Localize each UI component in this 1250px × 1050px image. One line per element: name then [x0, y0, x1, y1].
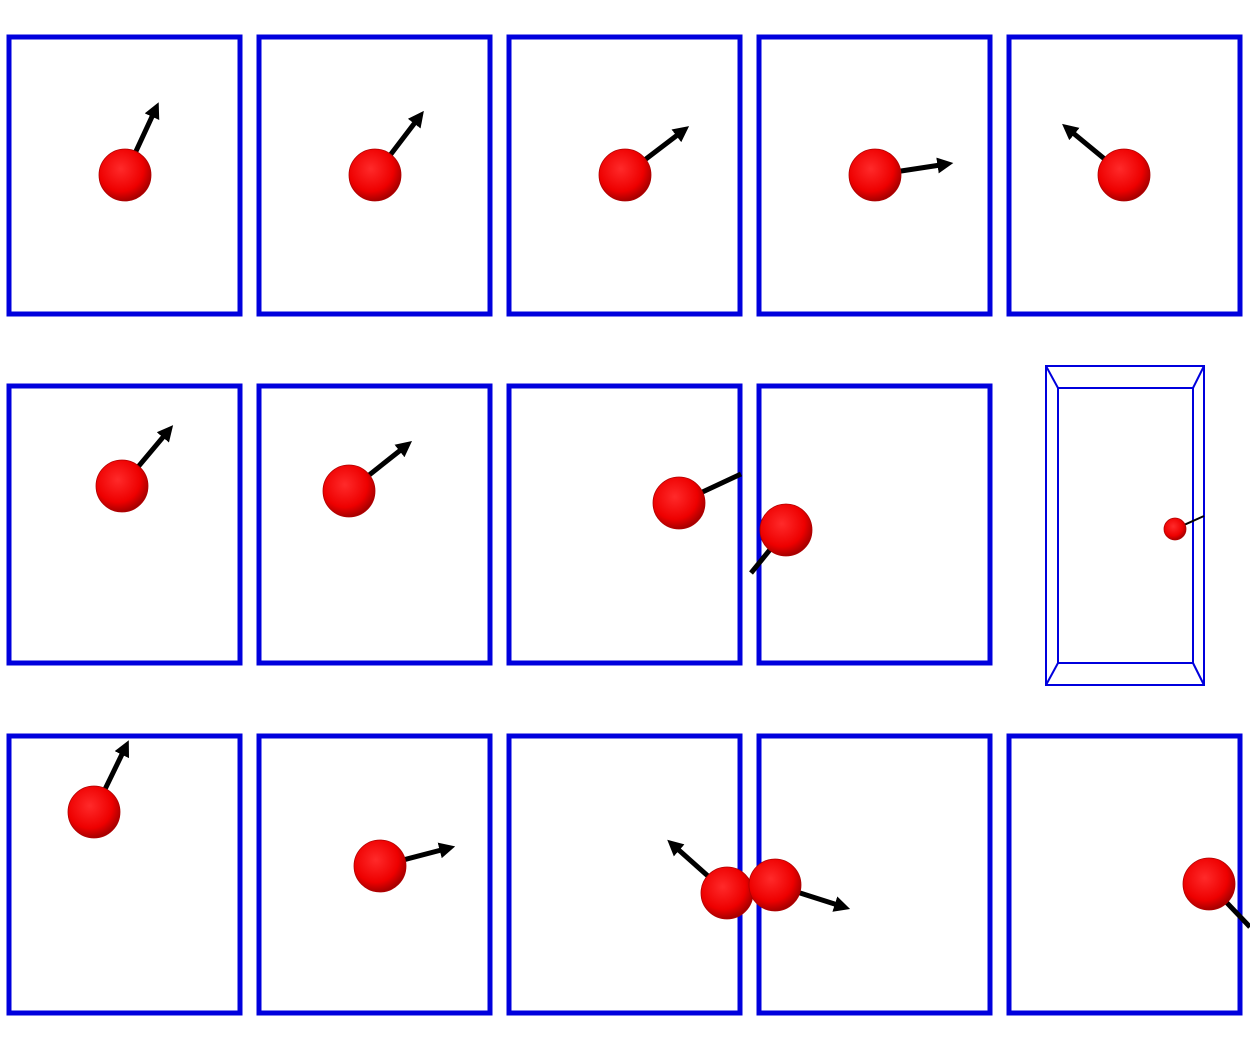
ball-14: [748, 858, 802, 912]
panel-box-r3c5: [1006, 733, 1243, 1016]
panel-box-r1c4: [756, 34, 993, 317]
panel-box-r3c2: [256, 733, 493, 1016]
panel-box-r2c1: [6, 383, 243, 666]
panel-3d-box-edge-br: [1192, 662, 1205, 686]
panel-box-r1c5: [1006, 34, 1243, 317]
panel-box-r1c3: [506, 34, 743, 317]
balls: [67, 148, 1236, 920]
panel-3d-box-edge-tl: [1045, 365, 1059, 389]
ball-13: [700, 866, 754, 920]
ball-7: [322, 464, 376, 518]
panel-box-r2c3: [506, 383, 743, 666]
ball-11: [67, 785, 121, 839]
ball-2: [348, 148, 402, 202]
ball-3: [598, 148, 652, 202]
panel-boxes: [6, 34, 1243, 1016]
panel-3d-box-inner: [1057, 387, 1194, 664]
panel-3d-box-outer: [1045, 365, 1205, 686]
panel-box-r1c2: [256, 34, 493, 317]
ball-15: [1182, 857, 1236, 911]
ball-10: [1163, 517, 1187, 541]
panel-box-r1c1: [6, 34, 243, 317]
ball-9: [759, 503, 813, 557]
panel-3d-box-edge-tr: [1192, 365, 1205, 389]
panel-box-r2c2: [256, 383, 493, 666]
panel-box-r2c4: [756, 383, 993, 666]
ball-8: [652, 476, 706, 530]
panel-box-r3c1: [6, 733, 243, 1016]
ball-1: [98, 148, 152, 202]
panel-3d-box-edge-bl: [1045, 662, 1059, 686]
ball-5: [1097, 148, 1151, 202]
ball-12: [353, 839, 407, 893]
ball-6: [95, 459, 149, 513]
ball-4: [848, 148, 902, 202]
